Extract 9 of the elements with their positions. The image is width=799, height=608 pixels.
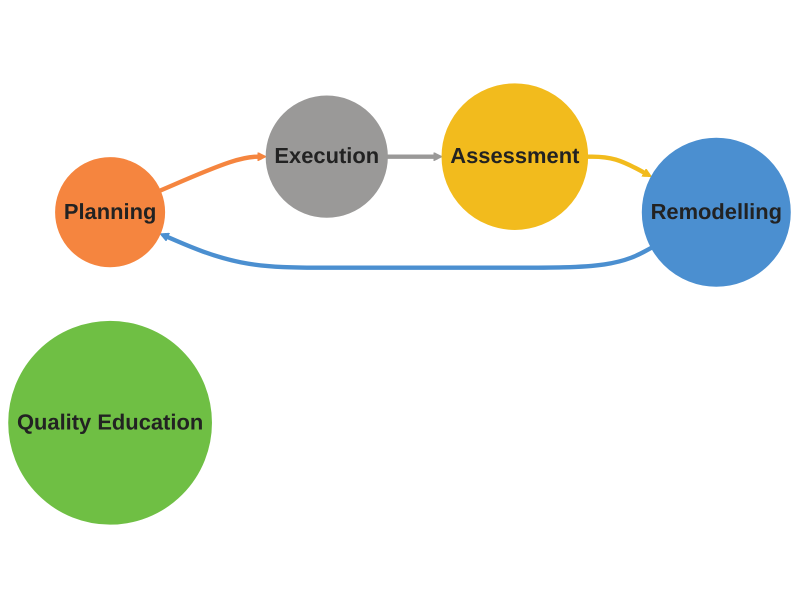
arrow [160,232,652,270]
arrow [159,152,267,193]
node-circle: Execution [266,96,388,218]
node-circle: Quality Education [8,320,212,525]
node-circle: Remodelling [642,138,791,287]
arrow [588,154,652,178]
node-circle: Planning [55,157,166,268]
node-circle: Assessment [442,83,588,230]
arrow [387,152,443,162]
